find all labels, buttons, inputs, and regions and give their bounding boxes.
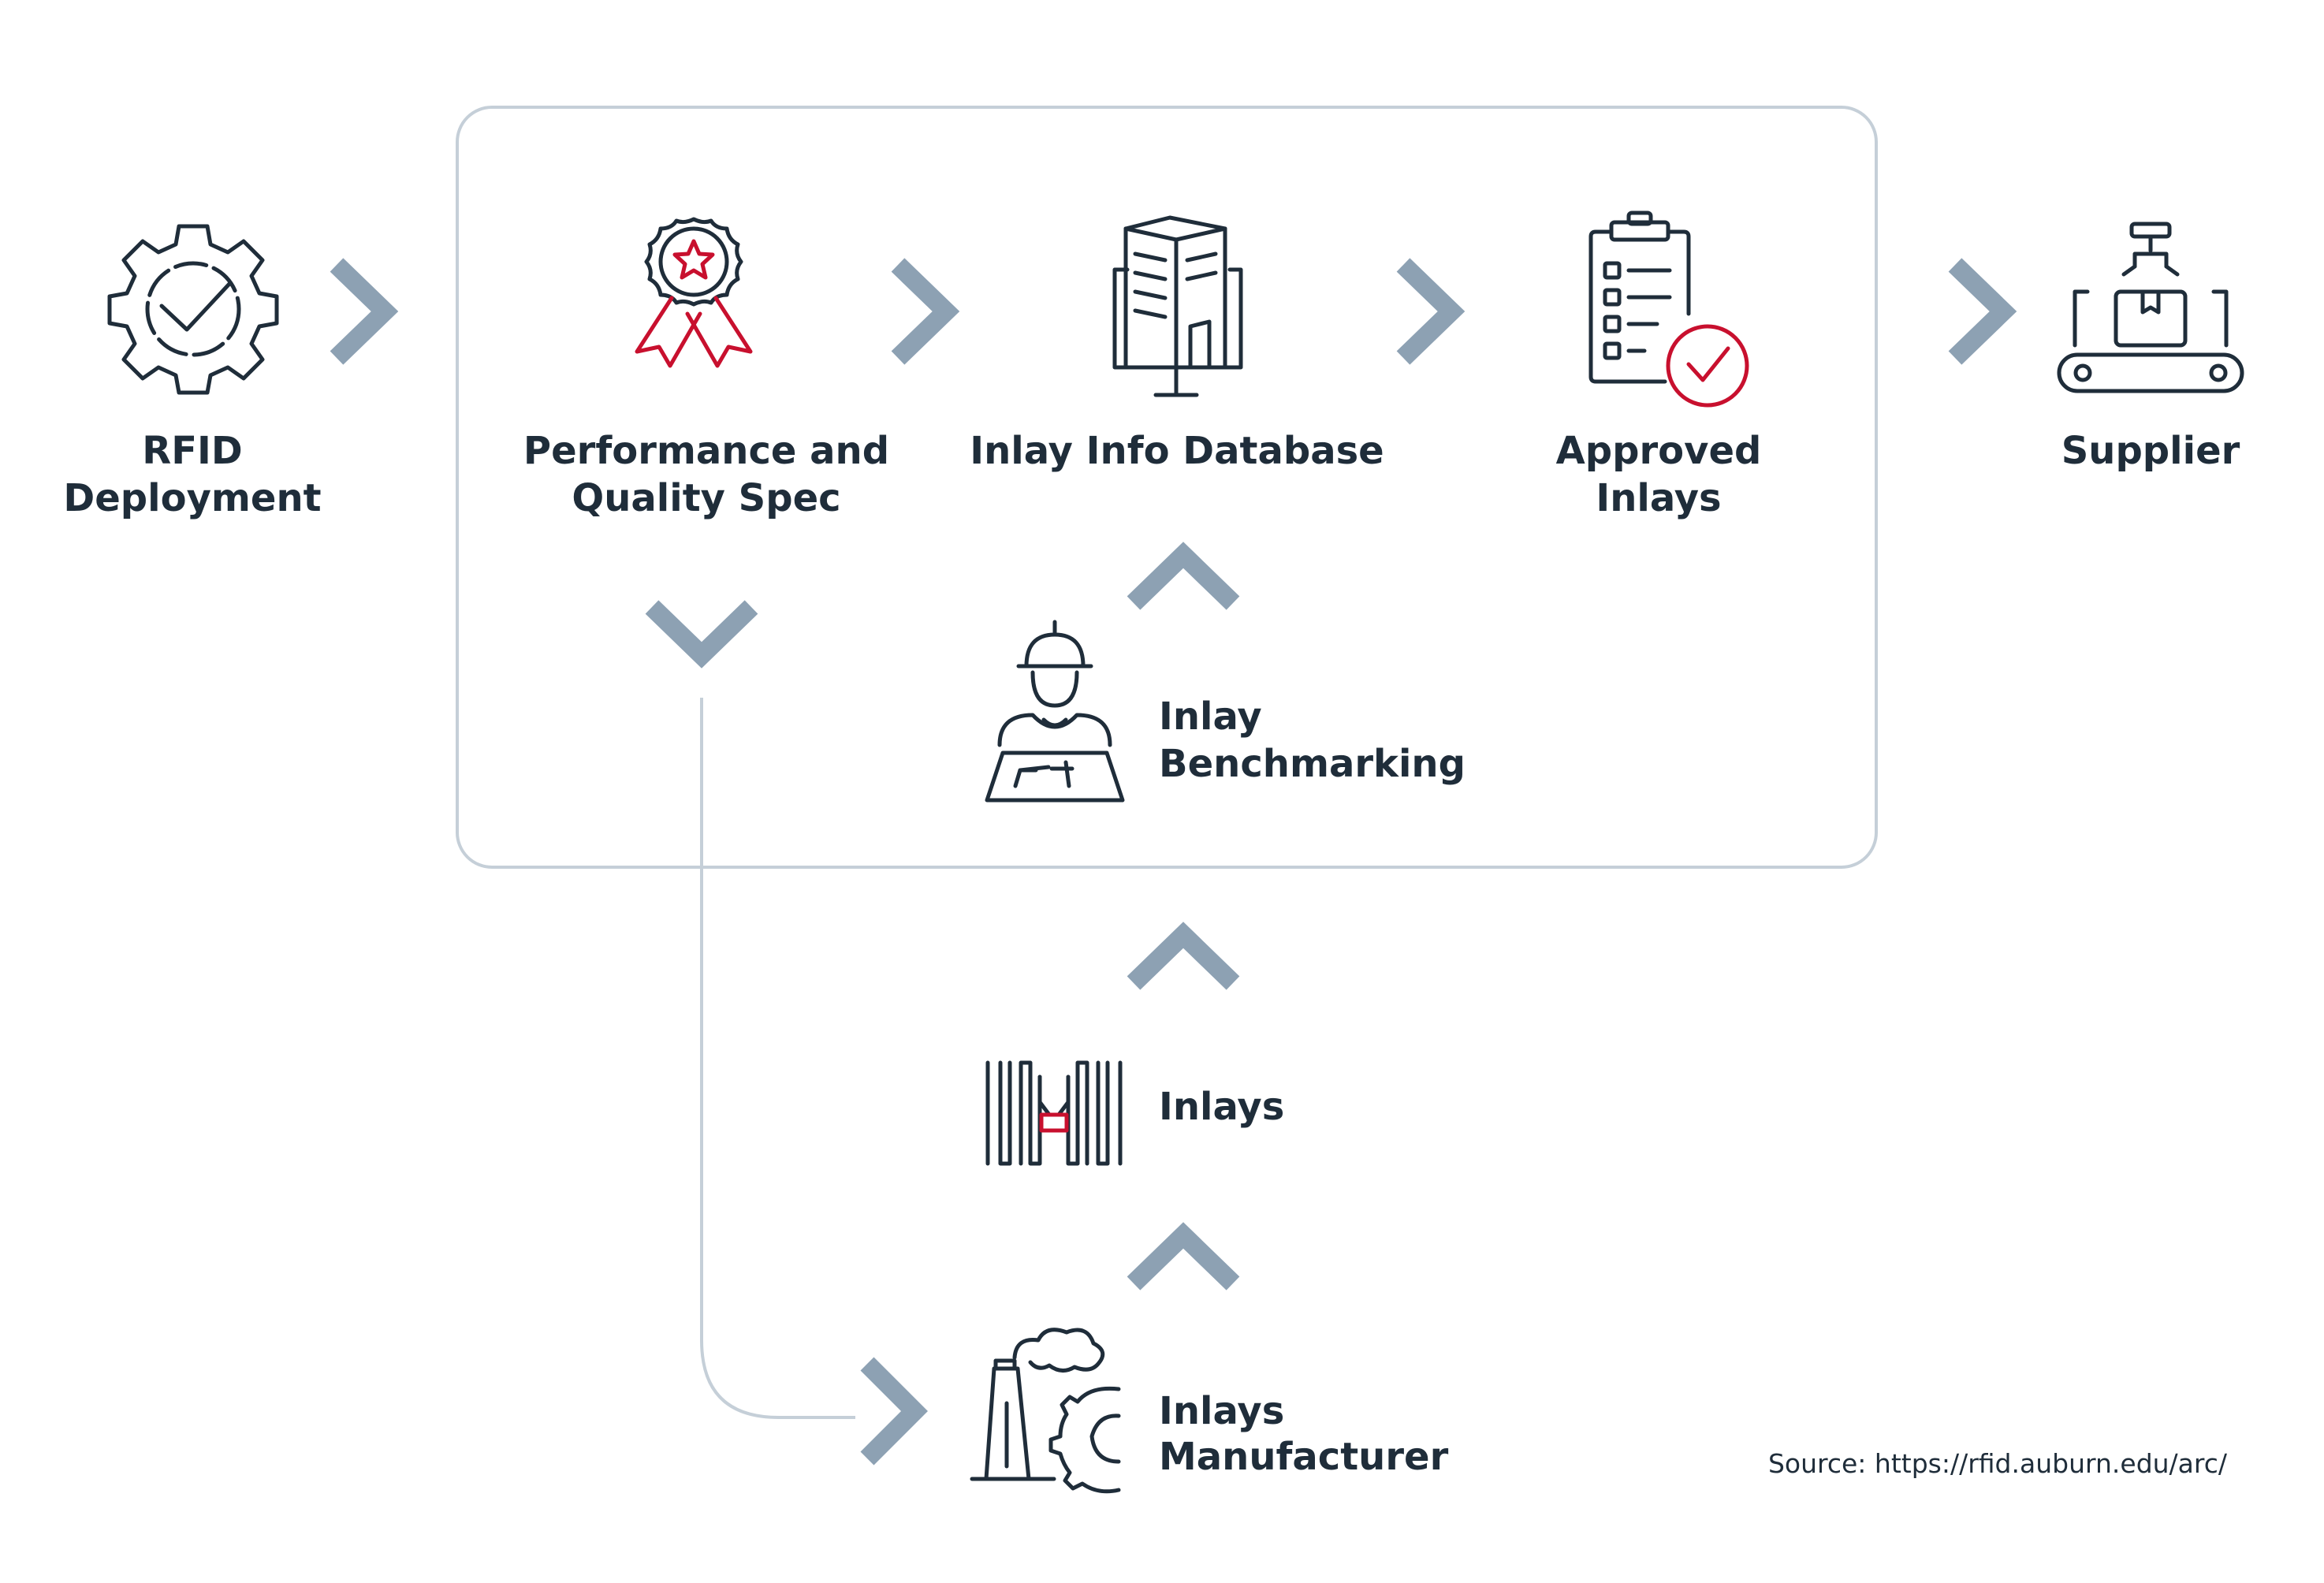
source-citation: Source: https://rfid.auburn.edu/arc/ — [1768, 1448, 2228, 1479]
clipboard-check-icon — [1588, 210, 1749, 408]
arrow-up-database — [1127, 542, 1240, 610]
arrow-right-manufacturer — [860, 1357, 928, 1466]
arrow-right-2 — [891, 258, 960, 365]
rfid-inlay-antenna-icon — [985, 1060, 1123, 1166]
building-monitor-icon — [1112, 215, 1243, 397]
inlays-manufacturer-label-line2: Manufacturer — [1159, 1435, 1449, 1479]
inlay-info-database-label: Inlay Info Database — [970, 429, 1384, 473]
spec-to-manufacturer-connector — [700, 698, 855, 1419]
rfid-deployment-label: RFID — [142, 429, 242, 473]
arrow-right-1 — [330, 258, 399, 365]
inlay-benchmarking-label: Inlay — [1159, 695, 1262, 739]
approved-inlays-label-line2: Inlays — [1596, 476, 1721, 520]
factory-gear-icon — [970, 1328, 1121, 1494]
arrow-up-benchmarking — [1127, 922, 1240, 990]
engineer-blueprint-icon — [985, 620, 1125, 803]
arrow-down-spec — [645, 600, 758, 669]
gear-check-icon — [107, 224, 279, 395]
evaluation-group-frame — [456, 106, 1878, 869]
arrow-right-4 — [1948, 258, 2017, 365]
performance-spec-label-line2: Quality Spec — [572, 476, 840, 520]
rfid-deployment-label-line2: Deployment — [63, 476, 321, 520]
inlays-manufacturer-label: Inlays — [1159, 1389, 1284, 1433]
conveyor-robot-arm-icon — [2057, 222, 2244, 393]
award-ribbon-star-icon — [635, 217, 753, 368]
arrow-up-inlays — [1127, 1222, 1240, 1291]
arrow-right-3 — [1396, 258, 1466, 365]
inlay-benchmarking-label-line2: Benchmarking — [1159, 742, 1466, 786]
inlays-label: Inlays — [1159, 1085, 1284, 1129]
supplier-label: Supplier — [2061, 429, 2240, 473]
performance-spec-label: Performance and — [523, 429, 889, 473]
approved-inlays-label: Approved — [1556, 429, 1762, 473]
